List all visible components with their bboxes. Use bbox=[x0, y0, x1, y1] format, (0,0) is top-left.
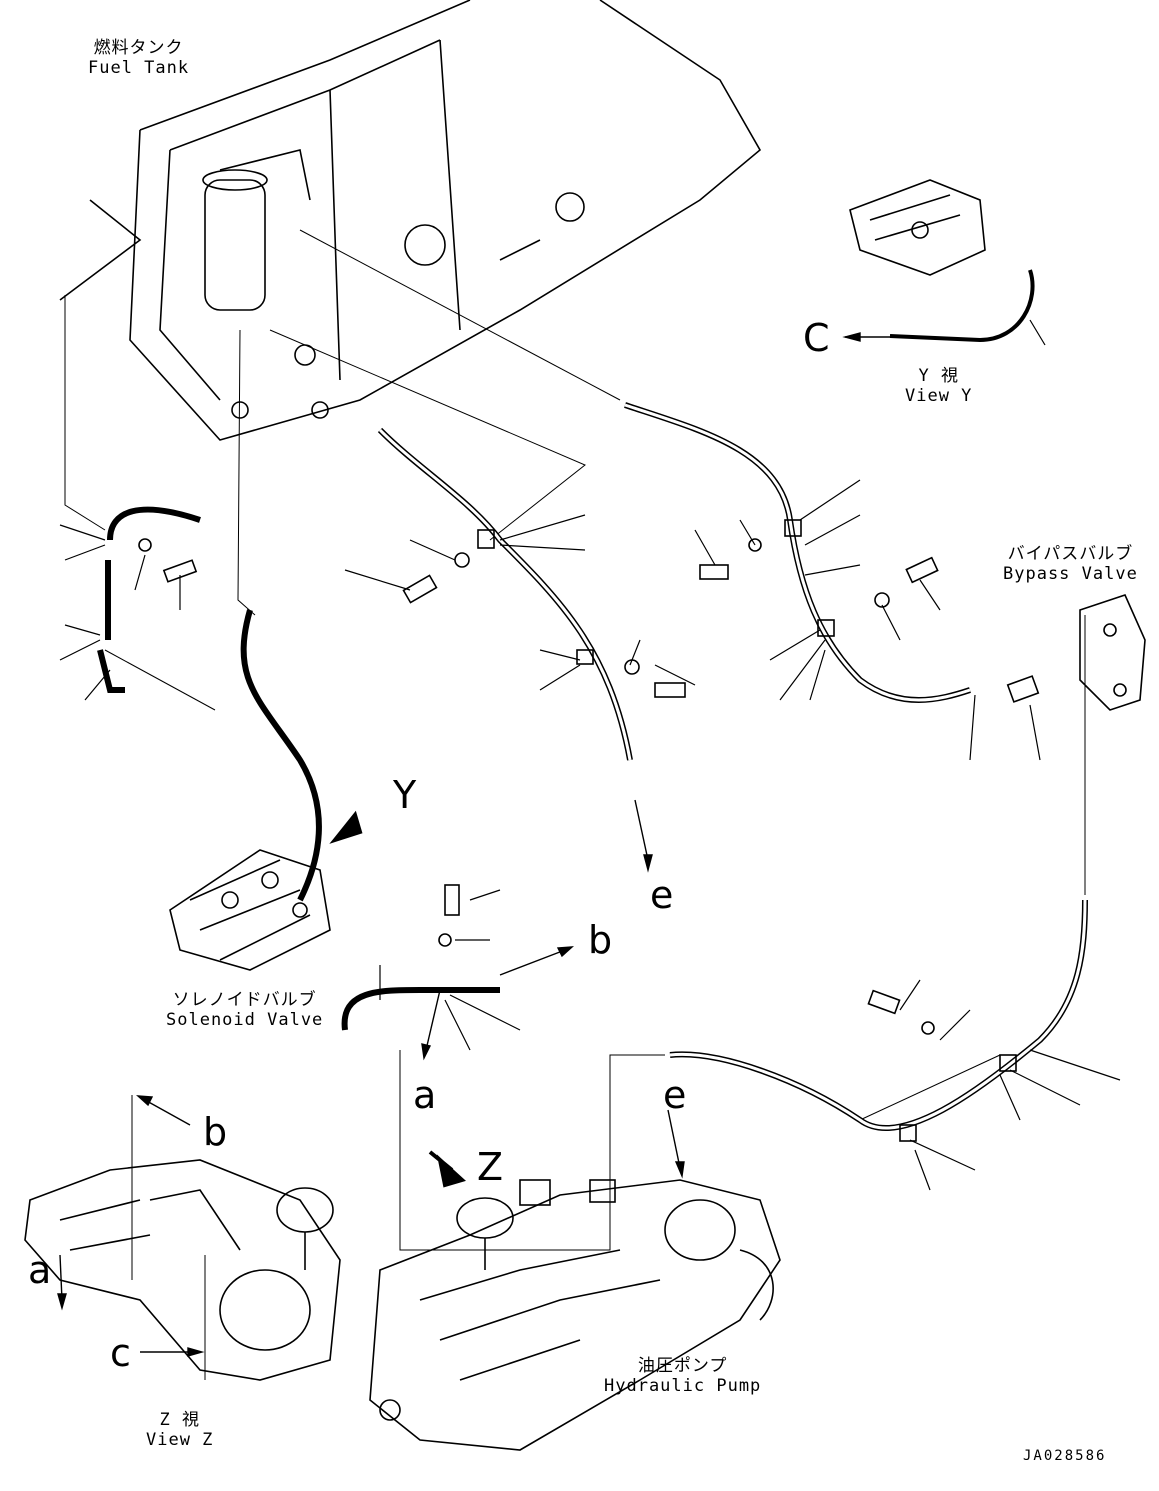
hydraulic-pump-drawing bbox=[24, 1159, 781, 1451]
bypass-valve-label: バイパスバルブ Bypass Valve bbox=[1003, 544, 1138, 584]
solenoid-valve-label-jp: ソレノイドバルブ bbox=[172, 990, 317, 1010]
view-z-label-jp: Z 視 bbox=[159, 1410, 200, 1430]
callout-z: Z bbox=[477, 1145, 504, 1189]
bypass-valve-drawing bbox=[1006, 594, 1146, 711]
solenoid-valve-label: ソレノイドバルブ Solenoid Valve bbox=[166, 990, 323, 1030]
bypass-valve-label-jp: バイパスバルブ bbox=[1007, 544, 1134, 564]
hydraulic-pump-label-jp: 油圧ポンプ bbox=[637, 1356, 728, 1376]
drawing-code: JA028586 bbox=[1023, 1448, 1107, 1464]
fuel-tank-drawing bbox=[59, 0, 762, 441]
fuel-tank-label-en: Fuel Tank bbox=[88, 58, 190, 78]
callout-a-left: a bbox=[28, 1248, 52, 1292]
callout-e-mid: e bbox=[650, 873, 674, 917]
fuel-tank-label: 燃料タンク Fuel Tank bbox=[88, 38, 189, 78]
solenoid-valve-drawing bbox=[169, 179, 986, 971]
arrows bbox=[57, 332, 890, 1357]
view-y-label: Y 視 View Y bbox=[905, 366, 972, 406]
view-y-label-jp: Y 視 bbox=[918, 366, 959, 386]
callout-b-left: b bbox=[203, 1110, 228, 1154]
view-z-label: Z 視 View Z bbox=[146, 1410, 213, 1450]
hydraulic-pump-label: 油圧ポンプ Hydraulic Pump bbox=[604, 1356, 761, 1396]
solenoid-valve-label-en: Solenoid Valve bbox=[166, 1010, 324, 1030]
view-y-label-en: View Y bbox=[905, 386, 973, 406]
hydraulic-pump-label-en: Hydraulic Pump bbox=[604, 1376, 762, 1396]
fasteners bbox=[138, 519, 1017, 1142]
hoses bbox=[97, 269, 1088, 1132]
fuel-tank-label-jp: 燃料タンク bbox=[93, 38, 184, 58]
bypass-valve-label-en: Bypass Valve bbox=[1003, 564, 1138, 584]
callout-b-mid: b bbox=[588, 918, 613, 962]
callout-a-mid: a bbox=[413, 1073, 437, 1117]
callout-c-top: C bbox=[803, 316, 830, 360]
callout-e-pump: e bbox=[663, 1073, 687, 1117]
leader-lines bbox=[59, 319, 1121, 1191]
callout-y: Y bbox=[393, 773, 417, 817]
callout-c-left: c bbox=[110, 1331, 131, 1375]
view-z-label-en: View Z bbox=[146, 1430, 214, 1450]
